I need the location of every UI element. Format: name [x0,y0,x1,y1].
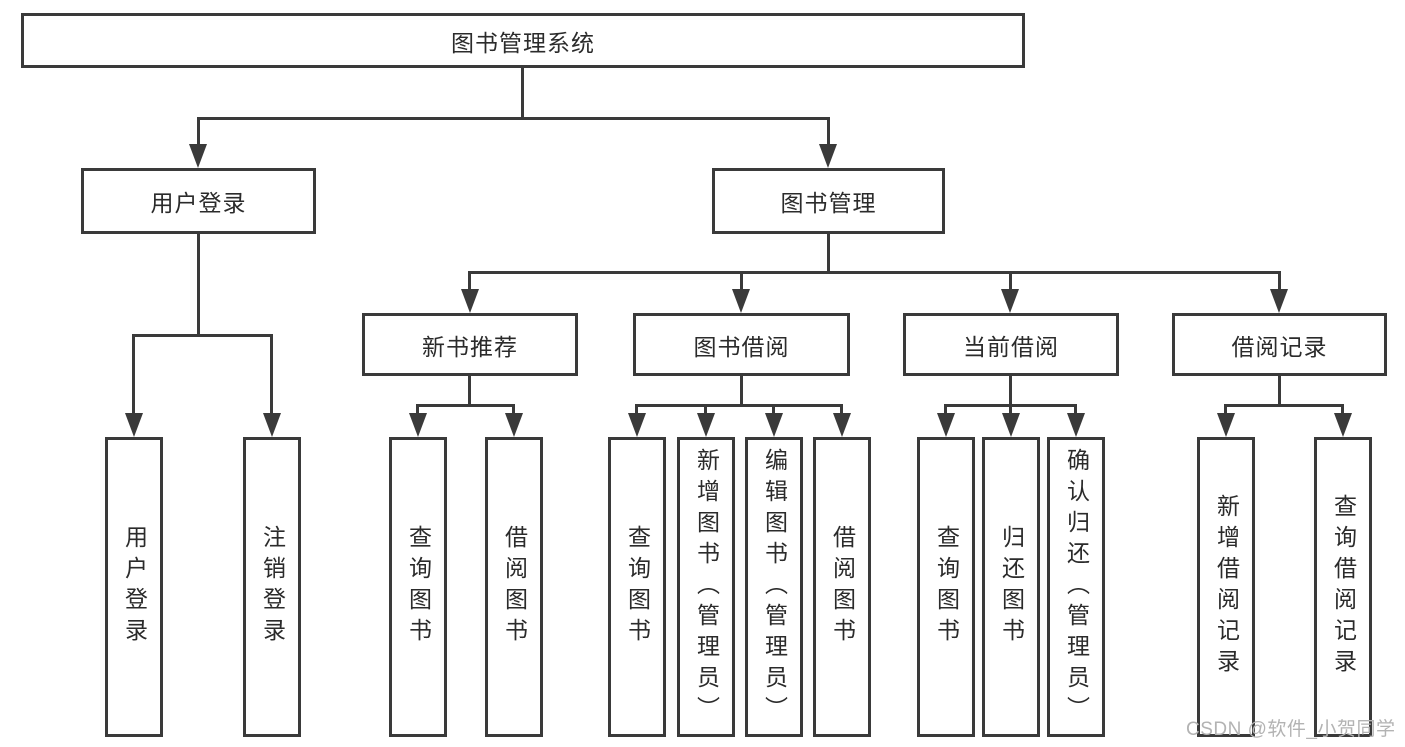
arrowhead-icon [1217,413,1235,437]
leaf-label: 查询图书 [933,525,960,649]
arrowhead-new-books-icon [461,289,479,313]
connector-root-stem [521,68,524,120]
connector-user-branch-bar [132,334,273,337]
node-current-borrow: 当前借阅 [903,313,1119,376]
connector-drop-borrow-records [1278,271,1281,292]
connector-drop-book-borrow [740,271,743,292]
node-leaf-query-books-2: 查询图书 [608,437,666,737]
connector-drop [512,404,515,416]
connector-root-bar [197,117,830,120]
leaf-label: 借阅图书 [501,525,528,649]
connector-book-borrow-stem [740,376,743,407]
node-leaf-borrow-books-1: 借阅图书 [485,437,543,737]
arrowhead-icon [697,413,715,437]
connector-drop [1341,404,1344,416]
leaf-label: 查询借阅记录 [1330,494,1357,680]
arrowhead-icon [628,413,646,437]
connector-current-borrow-stem [1009,376,1012,407]
arrowhead-book-mgmt-icon [819,144,837,168]
node-user-login-branch: 用户登录 [81,168,316,234]
arrowhead-icon [1002,413,1020,437]
arrowhead-leaf-logout-icon [263,413,281,437]
node-root-label: 图书管理系统 [451,29,595,56]
arrowhead-icon [833,413,851,437]
node-leaf-borrow-books-2: 借阅图书 [813,437,871,737]
node-current-borrow-label: 当前借阅 [963,333,1059,360]
connector-drop [944,404,947,416]
node-leaf-query-books-3: 查询图书 [917,437,975,737]
connector-drop [1224,404,1227,416]
arrowhead-user-login-icon [189,144,207,168]
connector-new-books-bar [416,404,515,407]
node-leaf-logout: 注销登录 [243,437,301,737]
leaf-label: 新增借阅记录 [1213,494,1240,680]
arrowhead-book-borrow-icon [732,289,750,313]
connector-drop-leaf-logout [270,334,273,416]
node-borrow-records-label: 借阅记录 [1231,333,1328,360]
leaf-label: 新增图书（管理员） [693,447,720,727]
connector-new-books-stem [468,376,471,407]
arrowhead-current-borrow-icon [1001,289,1019,313]
connector-mgmt-branch-stem [827,234,830,274]
node-borrow-records: 借阅记录 [1172,313,1387,376]
node-book-borrow: 图书借阅 [633,313,850,376]
node-user-login-branch-label: 用户登录 [150,190,247,216]
leaf-label: 查询图书 [405,525,432,649]
connector-borrow-records-stem [1278,376,1281,407]
connector-drop [1074,404,1077,416]
leaf-label: 归还图书 [998,525,1025,649]
connector-user-branch-stem [197,234,200,337]
leaf-label: 注销登录 [259,525,286,649]
connector-drop [840,404,843,416]
arrowhead-icon [765,413,783,437]
node-new-books: 新书推荐 [362,313,578,376]
node-new-books-label: 新书推荐 [422,333,518,360]
connector-drop-book-mgmt [827,117,830,147]
connector-drop [772,404,775,416]
leaf-label: 借阅图书 [829,525,856,649]
node-leaf-query-books-1: 查询图书 [389,437,447,737]
node-leaf-edit-books-admin: 编辑图书（管理员） [745,437,803,737]
connector-drop [704,404,707,416]
connector-mgmt-branch-bar [468,271,1281,274]
leaf-label: 用户登录 [121,525,148,649]
node-leaf-query-borrow-record: 查询借阅记录 [1314,437,1372,737]
connector-drop [635,404,638,416]
node-leaf-add-books-admin: 新增图书（管理员） [677,437,735,737]
node-leaf-confirm-return-admin: 确认归还（管理员） [1047,437,1105,737]
connector-drop-user-login [197,117,200,147]
connector-drop-new-books [468,271,471,292]
node-root: 图书管理系统 [21,13,1025,68]
arrowhead-borrow-records-icon [1270,289,1288,313]
node-book-mgmt-branch: 图书管理 [712,168,945,234]
arrowhead-icon [937,413,955,437]
csdn-watermark: CSDN @软件_小贺同学 [1186,719,1396,740]
connector-book-borrow-bar [635,404,843,407]
leaf-label: 确认归还（管理员） [1063,447,1090,727]
arrowhead-icon [1334,413,1352,437]
leaf-label: 查询图书 [624,525,651,649]
node-leaf-add-borrow-record: 新增借阅记录 [1197,437,1255,737]
node-book-borrow-label: 图书借阅 [693,333,790,360]
node-book-mgmt-branch-label: 图书管理 [780,190,877,216]
connector-borrow-records-bar [1224,404,1344,407]
node-leaf-return-books: 归还图书 [982,437,1040,737]
arrowhead-icon [505,413,523,437]
connector-drop-leaf-user-login [132,334,135,416]
connector-drop [1009,404,1012,416]
connector-drop-current-borrow [1009,271,1012,292]
arrowhead-icon [1067,413,1085,437]
arrowhead-leaf-user-login-icon [125,413,143,437]
leaf-label: 编辑图书（管理员） [761,447,788,727]
node-leaf-user-login: 用户登录 [105,437,163,737]
connector-drop [416,404,419,416]
arrowhead-icon [409,413,427,437]
